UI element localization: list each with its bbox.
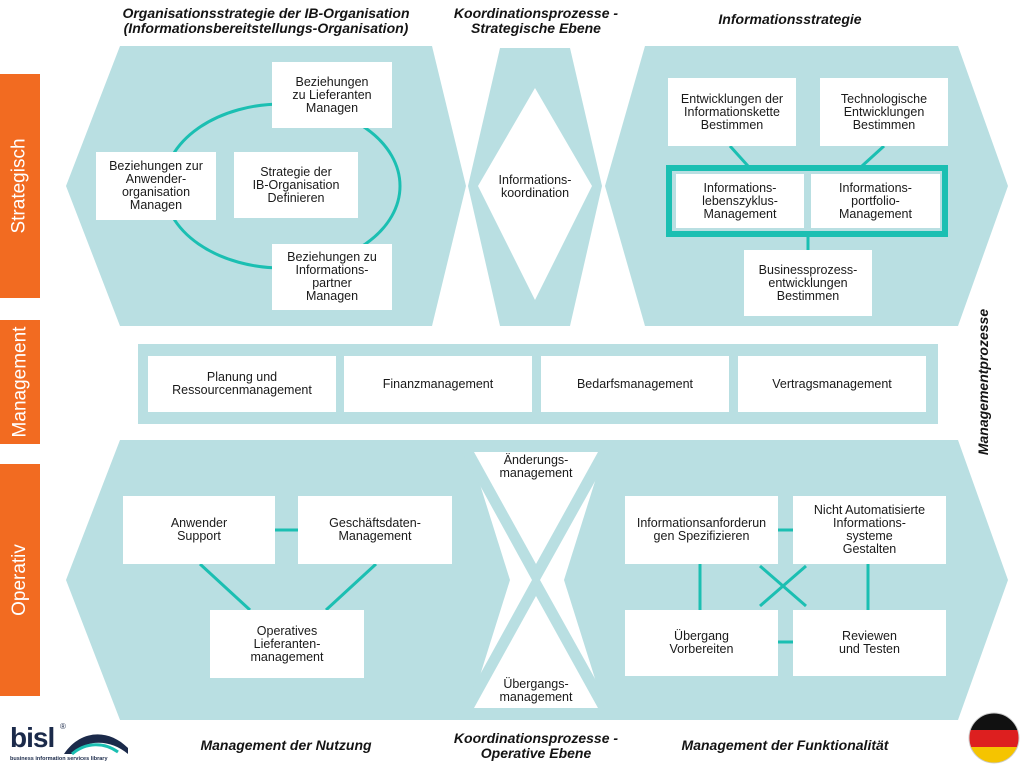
title-mgmt-usage: Management der Nutzung [200, 737, 372, 753]
bisl-logo-subtitle: business information services library [10, 756, 108, 762]
box-partner-relations[interactable]: Beziehungen zu Informations- partner Man… [272, 244, 392, 310]
highlight-frame [666, 165, 948, 237]
bisl-logo-word: bisl [10, 722, 55, 753]
box-user-support[interactable]: Anwender Support [123, 496, 275, 564]
box-transition-mgmt[interactable]: Übergangs- management [499, 677, 573, 704]
title-info-strategy: Informationsstrategie [718, 11, 862, 27]
coord-operative-bottom-triangle [474, 596, 598, 708]
side-label-management: Management [0, 320, 40, 444]
coord-operative-top-triangle [474, 452, 598, 564]
box-business-process[interactable]: Businessprozess- entwicklungen Bestimmen [744, 250, 872, 316]
box-review-test[interactable]: Reviewen und Testen [793, 610, 946, 676]
box-info-coordination[interactable]: Informations- koordination [498, 173, 572, 200]
side-label-strategic: Strategisch [0, 74, 40, 298]
box-planning-resources[interactable]: Planung und Ressourcenmanagement [148, 356, 336, 412]
coord-operative-hourglass [455, 440, 618, 720]
box-change-mgmt[interactable]: Änderungs- management [499, 453, 573, 480]
bisl-logo-icon [64, 734, 128, 756]
functionality-hexagon [564, 440, 1008, 720]
title-mgmt-functionality: Management der Funktionalität [681, 737, 889, 753]
box-business-data[interactable]: Geschäftsdaten- Management [298, 496, 452, 564]
box-info-chain[interactable]: Entwicklungen der Informationskette Best… [668, 78, 796, 146]
title-coord-operative: Koordinationsprozesse - Operative Ebene [453, 730, 619, 761]
box-tech-developments[interactable]: Technologische Entwicklungen Bestimmen [820, 78, 948, 146]
box-lifecycle-mgmt[interactable]: Informations- lebenszyklus- Management [676, 174, 804, 228]
registered-mark: ® [60, 722, 66, 731]
connector-data-operative [324, 562, 378, 612]
connector-cross-b [759, 564, 807, 608]
box-supplier-relations[interactable]: Beziehungen zu Lieferanten Managen [272, 62, 392, 128]
connector-chain-lifecycle [728, 144, 750, 168]
coord-strategic-inner-diamond [478, 88, 592, 300]
title-mgmt-processes: Managementprozesse [975, 308, 991, 456]
connector-support-operative [198, 562, 252, 612]
usage-hexagon [66, 440, 510, 720]
box-demand-mgmt[interactable]: Bedarfsmanagement [541, 356, 729, 412]
box-operative-suppliers[interactable]: Operatives Lieferanten- management [210, 610, 364, 678]
title-org-strategy: Organisationsstrategie der IB-Organisati… [122, 5, 410, 36]
box-ib-strategy[interactable]: Strategie der IB-Organisation Definieren [234, 152, 358, 218]
box-portfolio-mgmt[interactable]: Informations- portfolio- Management [811, 174, 940, 228]
box-prepare-transition[interactable]: Übergang Vorbereiten [625, 610, 778, 676]
connector-tech-portfolio [860, 144, 886, 168]
box-finance-mgmt[interactable]: Finanzmanagement [344, 356, 532, 412]
side-label-operative: Operativ [0, 464, 40, 696]
box-contract-mgmt[interactable]: Vertragsmanagement [738, 356, 926, 412]
box-non-automated[interactable]: Nicht Automatisierte Informations- syste… [793, 496, 946, 564]
box-user-org-relations[interactable]: Beziehungen zur Anwender- organisation M… [96, 152, 216, 220]
box-requirements[interactable]: Informationsanforderun gen Spezifizieren [625, 496, 778, 564]
title-coord-strategic: Koordinationsprozesse - Strategische Ebe… [453, 5, 619, 36]
german-flag-icon [968, 712, 1020, 764]
